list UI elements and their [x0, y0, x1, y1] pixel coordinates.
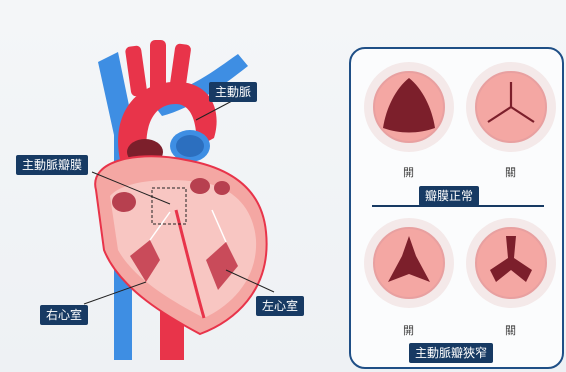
normal-caption: 瓣膜正常 [419, 186, 479, 206]
normal-closed-label: 關 [505, 164, 516, 180]
normal-open-valve [364, 62, 454, 152]
stenosis-open-valve [364, 218, 454, 308]
stenosis-closed-label: 關 [505, 322, 516, 338]
stenosis-open-label: 開 [403, 322, 414, 338]
stenosis-caption: 主動脈瓣狹窄 [409, 343, 493, 363]
stenosis-closed-valve [466, 218, 556, 308]
normal-closed-valve [466, 62, 556, 152]
normal-open-label: 開 [403, 164, 414, 180]
